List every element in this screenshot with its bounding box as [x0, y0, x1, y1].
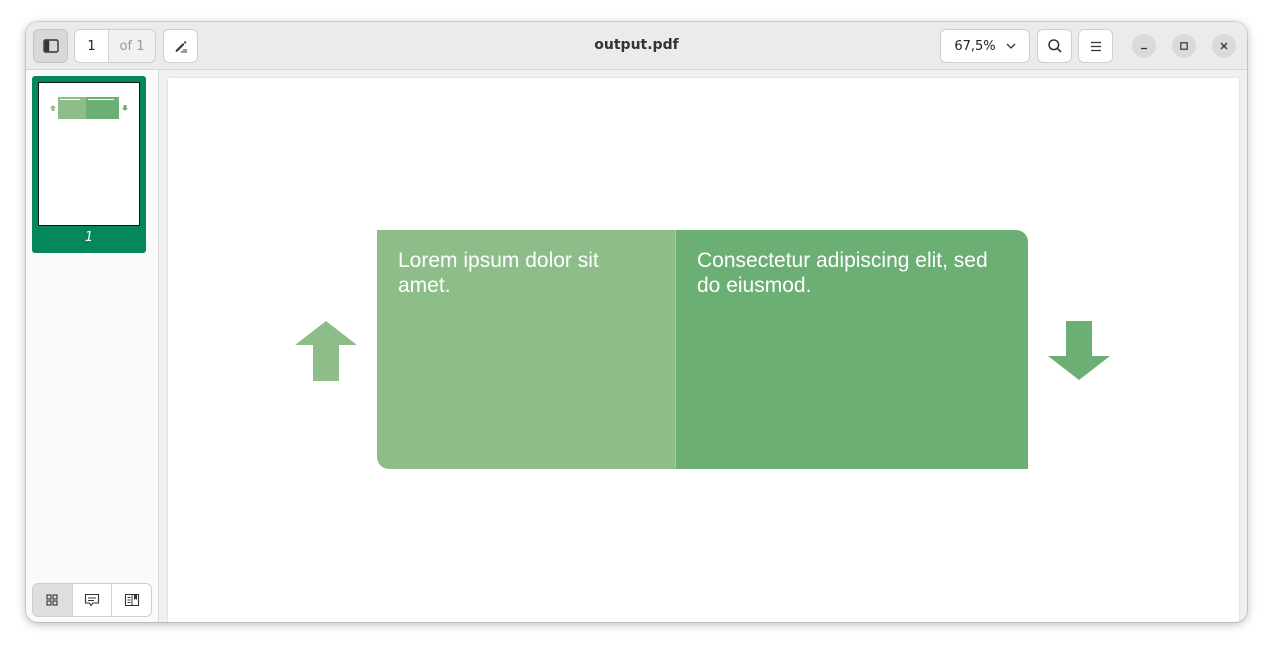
arrow-down-icon [1048, 321, 1110, 380]
comment-icon [84, 593, 100, 607]
grid-icon [46, 594, 58, 606]
right-text-panel: Consectetur adipiscing elit, sed do eius… [675, 230, 1028, 469]
thumbnail-content [50, 97, 128, 119]
header-bar: output.pdf 1 of 1 67,5% [26, 22, 1247, 70]
arrow-up-icon [295, 321, 357, 381]
bookmark-icon [124, 593, 139, 607]
sidebar-toggle-button[interactable] [33, 29, 68, 63]
minimize-icon [1141, 47, 1147, 50]
thumbnail-sidebar: 1 [26, 70, 159, 622]
thumbnail-page-preview [38, 82, 140, 226]
page-total-label: of 1 [119, 38, 145, 54]
main-menu-button[interactable] [1078, 29, 1113, 63]
thumbnails-view-button[interactable] [33, 584, 73, 616]
hamburger-menu-icon [1090, 41, 1101, 51]
sidebar-view-switcher [32, 583, 152, 617]
search-icon [1047, 39, 1062, 53]
page-thumbnail[interactable]: 1 [32, 76, 146, 253]
right-panel-text: Consectetur adipiscing elit, sed do eius… [697, 249, 988, 297]
pen-icon [175, 41, 187, 53]
maximize-icon [1180, 42, 1188, 50]
zoom-dropdown[interactable]: 67,5% [940, 29, 1030, 63]
zoom-level: 67,5% [954, 38, 996, 54]
current-page-input[interactable]: 1 [75, 30, 109, 62]
bookmarks-view-button[interactable] [112, 584, 151, 616]
sidebar-toggle-icon [42, 39, 59, 53]
thumbnail-page-number: 1 [84, 230, 94, 245]
pdf-page: Lorem ipsum dolor sit amet. Consectetur … [168, 78, 1239, 622]
document-viewer-window: output.pdf 1 of 1 67,5% [26, 22, 1247, 622]
annotations-view-button[interactable] [73, 584, 113, 616]
left-text-panel: Lorem ipsum dolor sit amet. [377, 230, 675, 469]
search-button[interactable] [1037, 29, 1072, 63]
chevron-down-icon [1006, 43, 1016, 49]
minimize-button[interactable] [1132, 34, 1156, 58]
left-panel-text: Lorem ipsum dolor sit amet. [398, 249, 599, 297]
page-navigator: 1 of 1 [74, 29, 156, 63]
maximize-button[interactable] [1172, 34, 1196, 58]
close-button[interactable] [1212, 34, 1236, 58]
close-icon [1220, 42, 1228, 50]
document-view[interactable]: Lorem ipsum dolor sit amet. Consectetur … [159, 70, 1247, 622]
annotate-button[interactable] [163, 29, 198, 63]
